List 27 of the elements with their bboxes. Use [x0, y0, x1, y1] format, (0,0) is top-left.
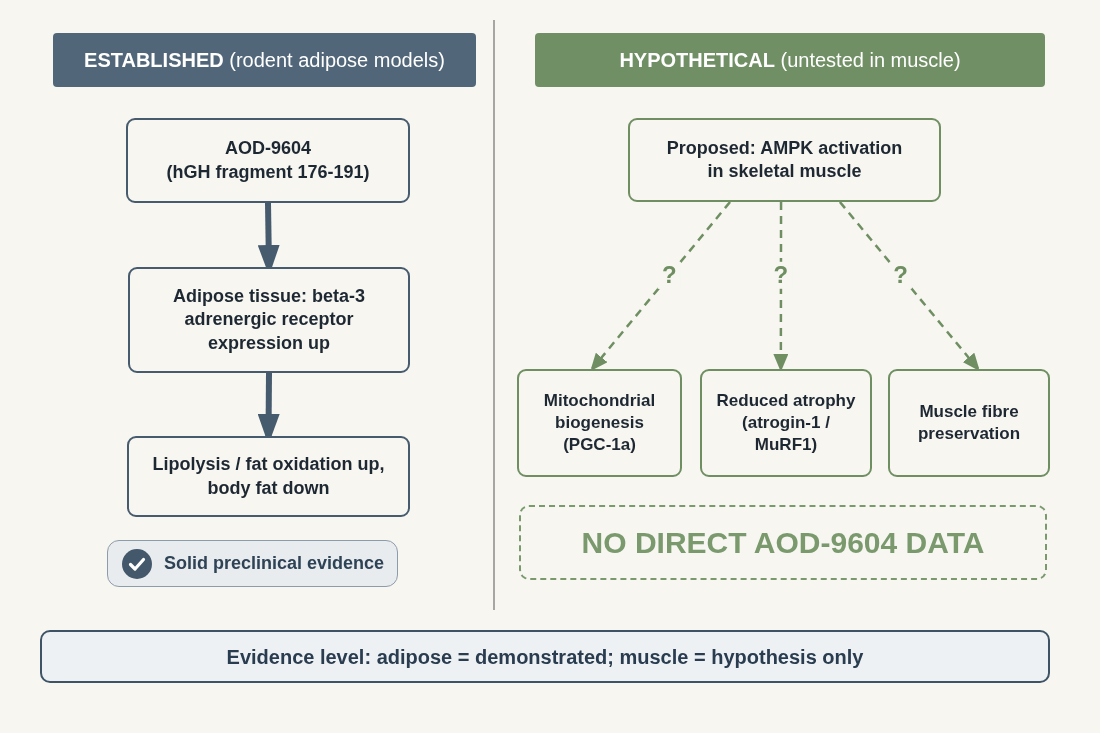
node-text: Proposed: AMPK activation in skeletal muscle: [665, 136, 904, 183]
edge-label: ?: [889, 262, 912, 289]
node-text: Reduced atrophy (atrogin-1 / MuRF1): [715, 389, 857, 457]
section-header: [535, 33, 1045, 87]
summary-bar: [40, 630, 1050, 683]
node-text: Muscle fibre preservation: [916, 400, 1021, 445]
header-text: ESTABLISHED (rodent adipose models): [84, 48, 445, 73]
node-text: Lipolysis / fat oxidation up, body fat down: [151, 453, 386, 500]
hypothesis-box: [628, 118, 941, 202]
node-text: (hGH fragment 176-191): [166, 160, 370, 184]
process-box: [128, 267, 410, 373]
section-header: [53, 33, 476, 87]
note-text: NO DIRECT AOD-9604 DATA: [581, 525, 985, 561]
badge-text: Solid preclinical evidence: [164, 551, 385, 575]
process-box: [127, 436, 410, 517]
outcome-box: [517, 369, 682, 477]
summary-text: Evidence level: adipose = demonstrated; muscle = hypothesis only: [226, 644, 864, 670]
node-text: Mitochondrial biogenesis (PGC-1a): [542, 389, 657, 457]
outcome-box: [700, 369, 872, 477]
node-text: AOD-9604: [224, 137, 311, 161]
outcome-box: [888, 369, 1050, 477]
header-text: HYPOTHETICAL (untested in muscle): [619, 48, 961, 73]
dashed-box: [519, 505, 1047, 580]
evidence-badge: [107, 540, 398, 587]
process-box: [126, 118, 410, 203]
node-text: Adipose tissue: beta-3 adrenergic receptor expression up: [171, 284, 366, 355]
edge-label: ?: [658, 262, 681, 289]
